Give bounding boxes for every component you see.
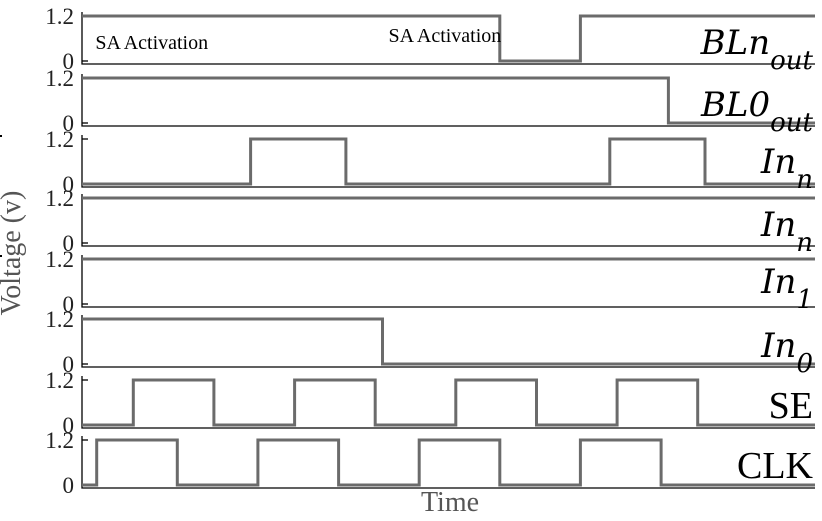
signal-panel: 1.2 0 SE	[45, 368, 815, 438]
signal-panel: 1.2 0 BL0out	[45, 66, 815, 138]
panel-axis	[81, 436, 815, 489]
y-tick-label: 0	[63, 413, 75, 438]
y-tick-label: 0	[63, 49, 75, 74]
y-tick-label: 1.2	[45, 186, 74, 211]
waveform-line	[82, 438, 815, 487]
y-tick-label: 1.2	[45, 307, 74, 332]
signal-panel: 1.2 0 Inn	[45, 186, 815, 258]
x-axis-label: Time	[421, 487, 479, 518]
waveform-line	[82, 76, 815, 125]
y-tick-label: 0	[63, 172, 75, 197]
waveform-line	[82, 317, 815, 366]
y-tick-label: 1.2	[45, 247, 74, 272]
panel-axis	[81, 255, 815, 308]
y-tick-label: 1.2	[45, 66, 74, 91]
panel-axis	[81, 12, 815, 65]
signal-label: CLK	[737, 445, 814, 487]
y-tick-label: 1.2	[45, 4, 74, 29]
signal-label: In0	[760, 326, 813, 379]
panel-axis	[81, 74, 815, 127]
y-tick-label: 0	[63, 292, 75, 317]
panel-axis	[81, 135, 815, 188]
panel-axis	[81, 194, 815, 247]
signal-label: BLnout	[700, 23, 814, 76]
y-tick-label: 1.2	[45, 368, 74, 393]
signal-label: Inn	[760, 205, 813, 258]
waveform-line	[82, 137, 815, 186]
y-axis-label: Voltage (v)	[0, 191, 27, 316]
signal-panel: 1.2 0 Inn	[0, 127, 815, 197]
signal-label: Inn	[760, 142, 813, 195]
signal-label: SE	[769, 385, 813, 427]
panel-axis	[81, 315, 815, 368]
y-tick-label: 0	[63, 352, 75, 377]
annotation-label: SA Activation	[389, 25, 502, 47]
waveform-line	[82, 378, 815, 427]
signal-panel: 1.2 0 BLnout	[45, 4, 815, 76]
signal-panel: 1.2 0 In1	[0, 247, 815, 317]
signal-panel: 1.2 0 In0	[45, 307, 815, 379]
y-tick-label: 0	[63, 473, 75, 498]
signal-panel: 1.2 0 CLK	[45, 428, 815, 498]
y-tick-label: 1.2	[45, 428, 74, 453]
signal-label: BL0out	[700, 85, 814, 138]
y-tick-label: 1.2	[45, 127, 74, 152]
y-tick-label: 0	[63, 111, 75, 136]
annotation-label: SA Activation	[95, 32, 208, 54]
y-tick-label: 0	[63, 231, 75, 256]
waveform-line	[82, 14, 815, 63]
signal-label: In1	[760, 262, 813, 315]
panel-axis	[81, 376, 815, 429]
